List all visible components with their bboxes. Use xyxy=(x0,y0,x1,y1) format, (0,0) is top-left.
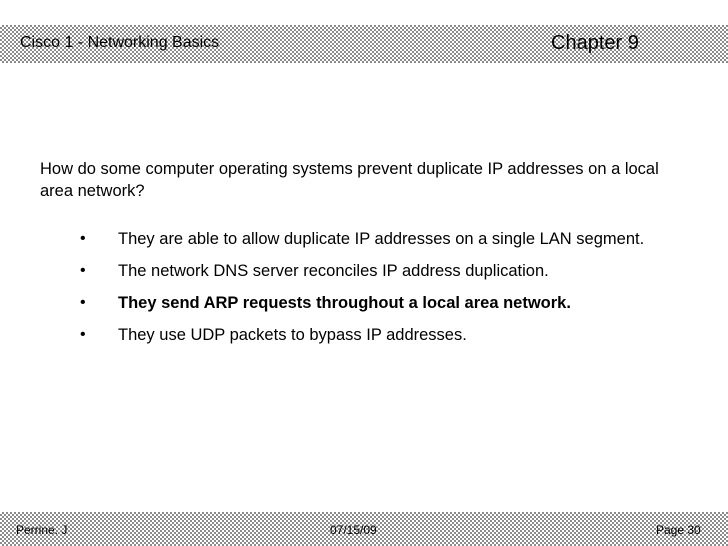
list-item[interactable]: • The network DNS server reconciles IP a… xyxy=(80,260,680,282)
chapter-label: Chapter 9 xyxy=(551,32,639,54)
bullet-icon: • xyxy=(80,262,86,279)
list-item[interactable]: • They are able to allow duplicate IP ad… xyxy=(80,228,680,250)
footer-date: 07/15/09 xyxy=(330,523,377,537)
answer-option-label: The network DNS server reconciles IP add… xyxy=(118,262,549,280)
slide-title: Cisco 1 - Networking Basics xyxy=(20,34,220,51)
question-text: How do some computer operating systems p… xyxy=(40,160,659,200)
bullet-icon: • xyxy=(80,230,86,247)
footer-band: Perrine. J 07/15/09 Page 30 xyxy=(0,512,728,546)
bullet-icon: • xyxy=(80,294,86,311)
answer-list: • They are able to allow duplicate IP ad… xyxy=(80,228,680,356)
list-item[interactable]: • They send ARP requests throughout a lo… xyxy=(80,292,680,314)
footer-page-number: Page 30 xyxy=(656,523,701,537)
answer-option-label: They are able to allow duplicate IP addr… xyxy=(118,230,645,248)
answer-option-label: They use UDP packets to bypass IP addres… xyxy=(118,326,467,344)
footer-author: Perrine. J xyxy=(16,523,68,537)
list-item[interactable]: • They use UDP packets to bypass IP addr… xyxy=(80,324,680,346)
bullet-icon: • xyxy=(80,326,86,343)
header-band: Cisco 1 - Networking Basics Chapter 9 xyxy=(0,25,728,63)
answer-option-label-correct: They send ARP requests throughout a loca… xyxy=(118,294,571,312)
